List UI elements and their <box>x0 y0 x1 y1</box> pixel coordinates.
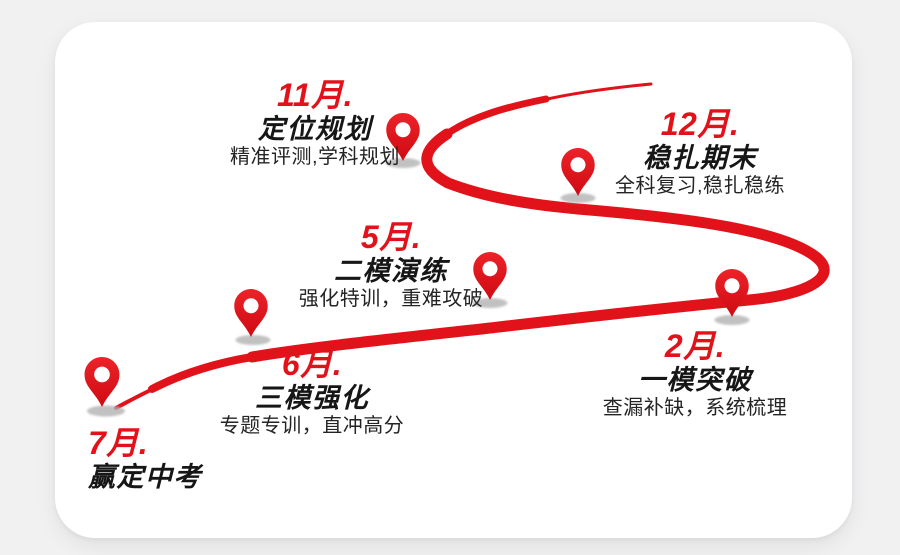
milestone-desc: 精准评测,学科规划 <box>229 145 401 168</box>
milestone-november: 11月. 定位规划 精准评测,学科规划 <box>230 78 400 168</box>
milestone-may: 5月. 二模演练 强化特训，重难攻破 <box>299 220 484 310</box>
milestone-february: 2月. 一模突破 查漏补缺，系统梳理 <box>603 329 788 419</box>
milestone-title: 赢定中考 <box>88 461 202 492</box>
milestone-december: 12月. 稳扎期末 全科复习,稳扎稳练 <box>615 107 785 197</box>
milestone-title: 定位规划 <box>258 113 372 144</box>
milestone-month: 5月. <box>360 219 422 255</box>
milestone-month: 6月. <box>281 346 343 382</box>
milestone-july: 7月. 赢定中考 <box>88 426 202 495</box>
milestone-desc: 专题专训，直冲高分 <box>219 414 405 437</box>
milestone-title: 一模突破 <box>638 364 752 395</box>
milestone-month: 12月. <box>660 106 740 142</box>
milestone-month: 7月. <box>88 425 149 461</box>
milestone-desc: 全科复习,稳扎稳练 <box>614 174 786 197</box>
milestone-desc: 强化特训，重难攻破 <box>298 287 484 310</box>
milestone-desc: 查漏补缺，系统梳理 <box>602 396 788 419</box>
milestone-month: 11月. <box>276 77 354 113</box>
milestone-title: 三模强化 <box>255 382 369 413</box>
milestone-title: 二模演练 <box>334 255 448 286</box>
milestone-june: 6月. 三模强化 专题专训，直冲高分 <box>220 347 405 437</box>
milestone-month: 2月. <box>664 328 726 364</box>
milestone-title: 稳扎期末 <box>643 142 757 173</box>
